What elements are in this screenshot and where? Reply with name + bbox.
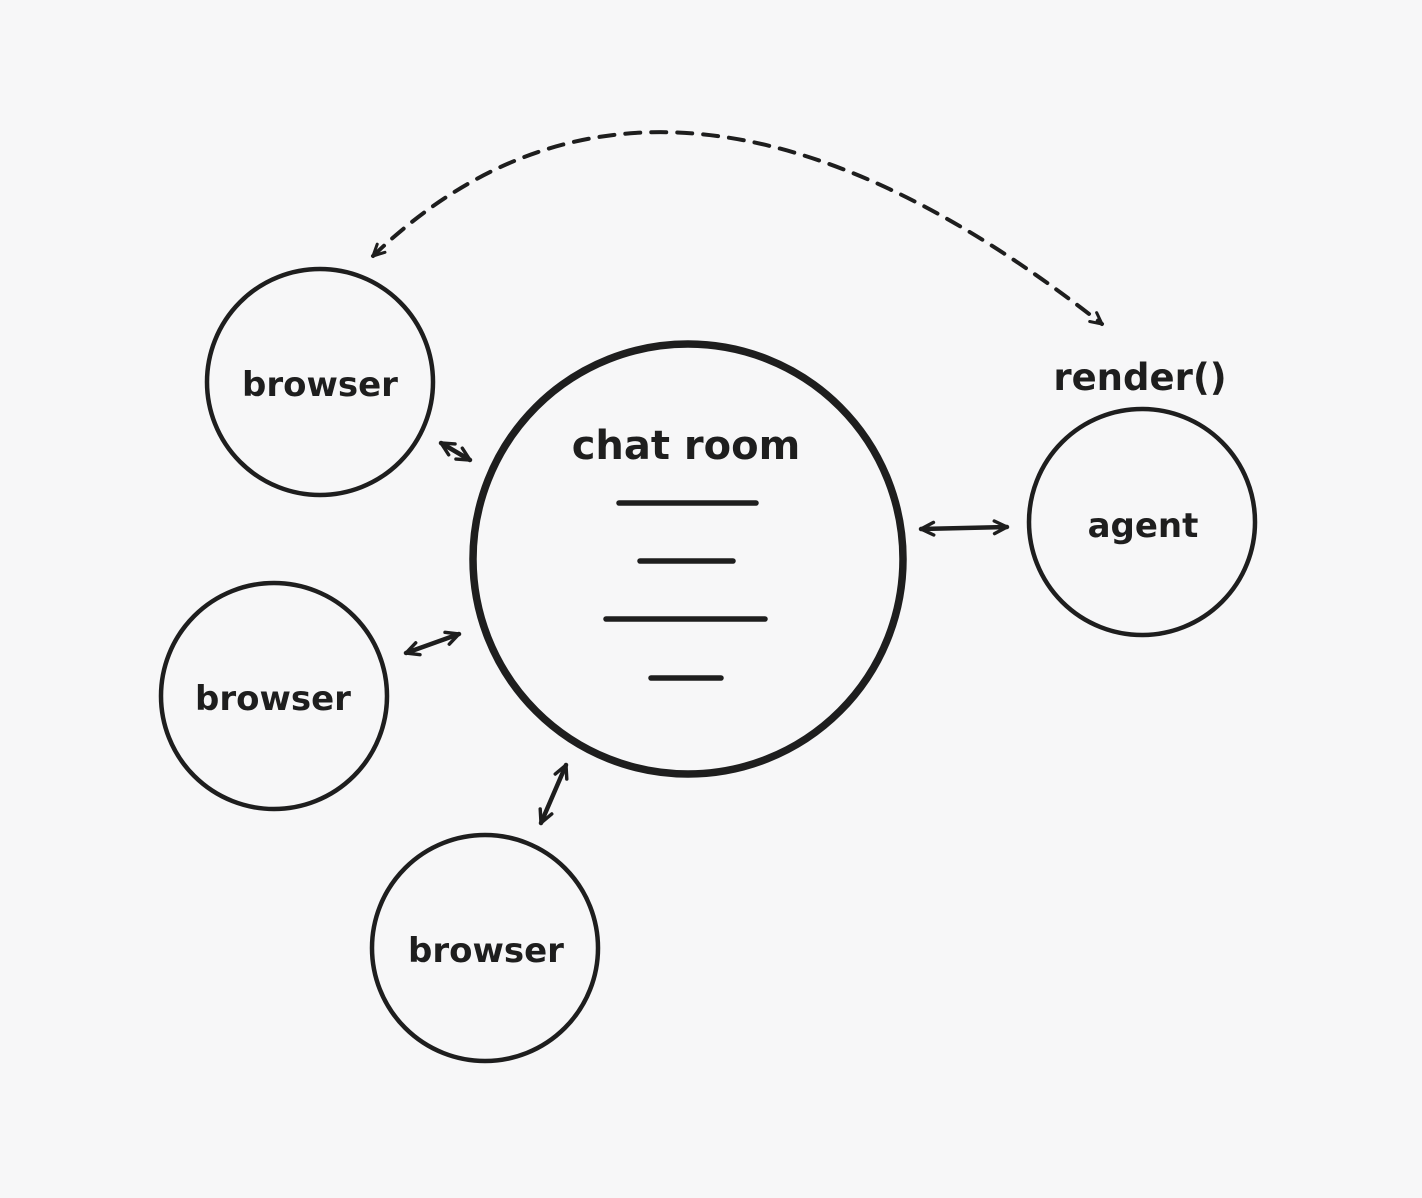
- node-browser-middle: browser: [158, 580, 390, 812]
- edge-browser-top-chat-room: [438, 440, 473, 463]
- edge-browser-bottom-chat-room: [538, 762, 569, 826]
- node-chat-room: chat room: [469, 340, 907, 778]
- browser-bottom-circle: [369, 832, 601, 1064]
- render-call-annotation: render(): [1053, 356, 1226, 399]
- node-browser-top: browser: [204, 266, 436, 498]
- browser-bottom-label: browser: [408, 931, 564, 971]
- chat-room-label: chat room: [572, 423, 801, 469]
- browser-top-circle: [204, 266, 436, 498]
- agent-label: agent: [1088, 506, 1199, 546]
- node-agent: agent: [1026, 406, 1258, 638]
- browser-top-label: browser: [242, 365, 398, 405]
- edge-render-loop-dashed-arc: [371, 130, 1104, 326]
- chat-message-lines-icon: [603, 500, 768, 681]
- browser-middle-label: browser: [195, 679, 351, 719]
- edge-browser-middle-chat-room: [403, 630, 462, 657]
- edge-chat-room-agent: [918, 519, 1010, 537]
- browser-middle-circle: [158, 580, 390, 812]
- node-browser-bottom: browser: [369, 832, 601, 1064]
- agent-circle: [1026, 406, 1258, 638]
